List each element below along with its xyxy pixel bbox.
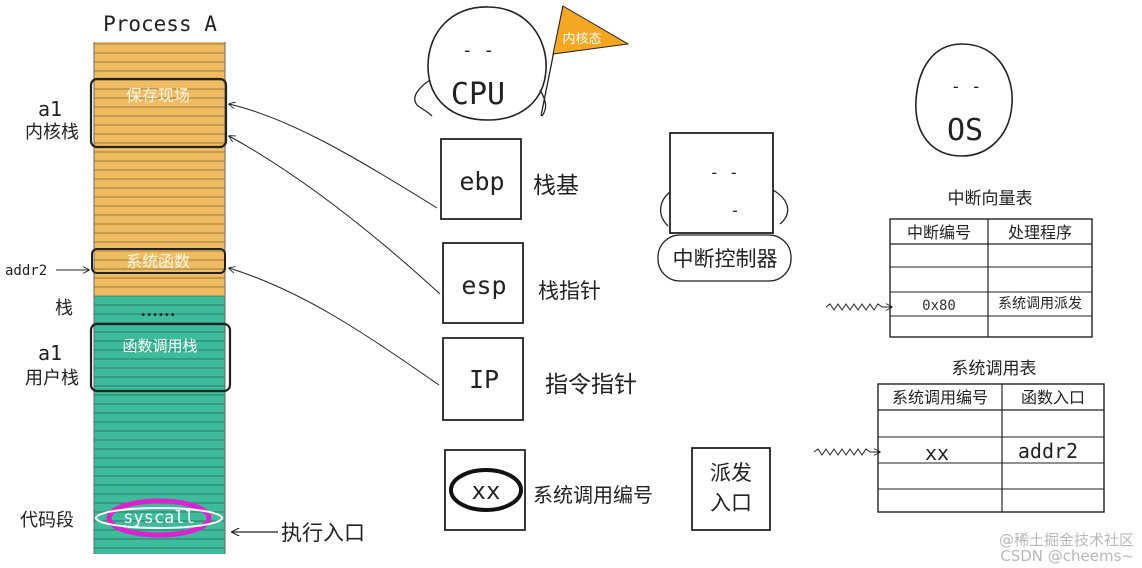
dispatch-line1: 派发 [710,461,752,485]
cpu-eyes: - - [462,40,495,61]
interrupt-controller-right-arm [772,189,789,225]
syscall-number-ring [449,468,523,512]
ip-arrow [229,268,440,386]
esp-arrow [229,136,441,295]
ebp-register-box [440,138,522,220]
kernel-stack-a1: a1 [38,97,62,121]
ivt-header-number: 中断编号 [907,223,971,242]
ivt-incoming-squiggle [825,303,892,311]
watermark: @稀土掘金技术社区 CSDN @cheems~ [999,532,1134,564]
ebp-register-name: ebp [459,167,504,196]
syscall-table-row-number: xx [925,441,949,465]
ivt-row-number: 0x80 [922,298,956,314]
os-name: OS [947,113,983,148]
save-context-label: 保存现场 [126,86,190,105]
os-body [915,43,1013,157]
dispatch-line2: 入口 [710,491,752,515]
ebp-arrow [229,104,438,209]
esp-register-box [442,242,524,324]
ivt-header-handler: 处理程序 [1008,223,1072,242]
interrupt-controller-mouth: - [730,201,740,220]
os-eyes: - - [951,77,982,97]
watermark-line1: @稀土掘金技术社区 [998,531,1134,549]
interrupt-controller-label: 中断控制器 [673,247,778,271]
watermark-line2: CSDN @cheems~ [1000,547,1134,565]
syscall-table-incoming-squiggle [813,448,880,456]
addr2-label: addr2 [5,263,47,279]
syscall-highlight-ring [106,498,212,538]
syscall-number-register-box [444,449,526,531]
entry-label: 执行入口 [281,521,365,545]
interrupt-controller-eyes: - - [710,163,739,182]
ip-register-name: IP [469,365,499,394]
dispatch-entry-box [691,447,771,531]
syscall-number-register-desc: 系统调用编号 [533,483,653,507]
syscall-table-header-number: 系统调用编号 [892,388,988,407]
kernel-stack-label: 内核栈 [25,122,79,143]
code-segment-label: 代码段 [20,510,74,531]
kernel-mode-flag [552,5,630,55]
user-stack-label: 用户栈 [25,368,79,389]
stack-ellipsis: •••••• [140,310,175,321]
interrupt-controller-body [669,132,774,234]
ivt-row-handler: 系统调用派发 [998,296,1082,312]
syscall-label: syscall [123,508,195,528]
function-call-stack-box [89,322,232,393]
esp-register-desc: 栈指针 [538,279,601,303]
syscall-highlight-glow [95,507,223,529]
ip-register-desc: 指令指针 [545,372,637,398]
cpu-body [427,6,547,121]
user-stack-a1: a1 [38,341,62,365]
interrupt-controller-base [657,234,792,282]
interrupt-vector-table [889,218,1093,338]
cpu-right-arm [539,89,547,117]
function-call-stack-label: 函数调用栈 [122,337,197,355]
cpu-name: CPU [451,77,505,112]
syscall-table-title: 系统调用表 [952,359,1037,379]
kernel-stack-region [94,42,225,296]
stack-label: 栈 [55,298,73,319]
interrupt-controller-left-arm [660,191,671,227]
process-title: Process A [103,12,217,36]
ebp-register-desc: 栈基 [533,173,579,199]
ip-register-box [442,337,524,421]
syscall-table-row-entry: addr2 [1018,439,1078,463]
kernel-mode-label: 内核态 [562,31,601,47]
syscall-table-header-entry: 函数入口 [1021,388,1085,407]
syscall-function-label: 系统函数 [126,252,190,271]
syscall-function-box [91,248,226,274]
interrupt-vector-table-title: 中断向量表 [948,189,1033,209]
syscall-number-register-name: xx [472,477,501,505]
cpu-left-arm [414,79,433,117]
save-context-box [89,77,228,149]
syscall-table [877,383,1105,513]
esp-register-name: esp [461,271,506,300]
